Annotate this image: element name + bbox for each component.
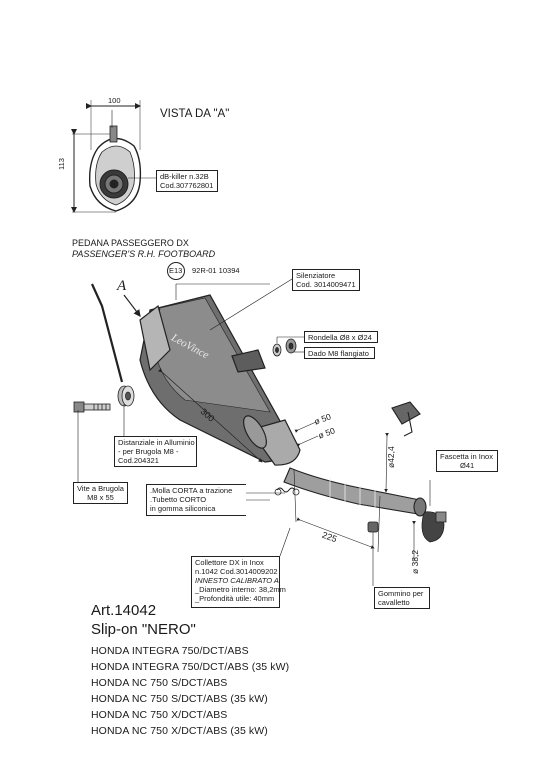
dim-d42: ø42,4	[386, 446, 396, 468]
footboard-bar	[88, 283, 124, 385]
rondella-label: Rondella Ø8 x Ø24	[304, 331, 378, 343]
width-dimension-label: 100	[108, 96, 121, 105]
leader-lines	[77, 278, 431, 586]
model-line: HONDA NC 750 X/DCT/ABS (35 kW)	[91, 725, 268, 737]
model-line: HONDA NC 750 S/DCT/ABS	[91, 677, 228, 689]
view-title: VISTA DA "A"	[160, 108, 230, 120]
silenziatore-label: Silenziatore Cod. 3014009471	[292, 269, 360, 291]
length-dimension	[157, 368, 263, 463]
footboard-label-it: PEDANA PASSEGGERO DX	[72, 238, 189, 248]
distanziale-label: Distanziale in Alluminio - per Brugola M…	[114, 436, 197, 467]
link-pipe-drawing	[283, 401, 427, 517]
model-line: HONDA INTEGRA 750/DCT/ABS (35 kW)	[91, 661, 290, 673]
collettore-label: Collettore DX in Inox n.1042 Cod.3014009…	[191, 556, 286, 608]
arrow-a-label: A	[117, 278, 127, 294]
dim-d38: ø 38,2	[410, 549, 420, 574]
height-dimension-label: 113	[57, 158, 66, 170]
vite-label: Vite a Brugola M8 x 55	[73, 482, 128, 504]
hardware-drawing	[73, 338, 447, 543]
article-name: Slip-on "NERO"	[91, 621, 196, 638]
model-line: HONDA NC 750 S/DCT/ABS (35 kW)	[91, 693, 268, 705]
article-code: Art.14042	[91, 602, 157, 619]
view-arrow-a	[123, 294, 141, 317]
dbkiller-label: dB-killer n.32B Cod.307762801	[156, 170, 218, 192]
model-line: HONDA NC 750 X/DCT/ABS	[91, 709, 228, 721]
e13-mark	[167, 262, 185, 280]
gommino-label: Gommino per cavalletto	[374, 587, 430, 609]
homologation-mark-label: E13	[169, 266, 183, 275]
footboard-label-en: PASSENGER'S R.H. FOOTBOARD	[72, 249, 216, 259]
dado-label: Dado M8 flangiato	[304, 347, 375, 359]
model-line: HONDA INTEGRA 750/DCT/ABS	[91, 645, 249, 657]
molla-label: .Molla CORTA a trazione .Tubetto CORTO i…	[146, 484, 246, 516]
homologation-code: 92R-01 10394	[192, 266, 240, 275]
end-view-drawing	[71, 100, 156, 213]
fascetta-label: Fascetta in Inox Ø41	[436, 450, 498, 472]
